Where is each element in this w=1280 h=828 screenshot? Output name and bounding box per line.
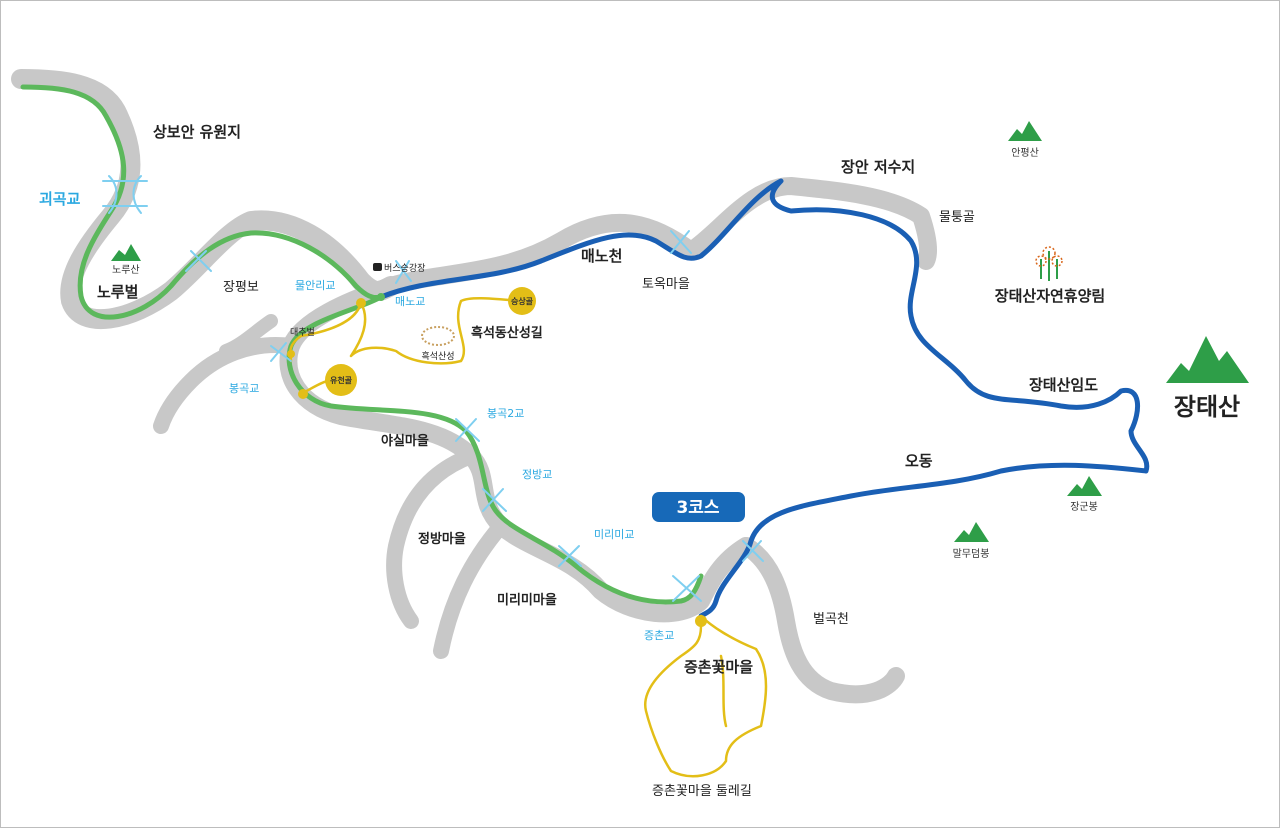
poi-points [287, 263, 707, 627]
label-mirimi: 미리미마을 [497, 592, 557, 608]
bridge-mark-mirimi [558, 545, 582, 567]
label-mulgteunggol: 물퉁골 [939, 210, 975, 225]
poi-dot-daechubeol [287, 350, 295, 358]
label-jeongbang: 정방마을 [418, 531, 466, 547]
label-jangpyeongbo: 장평보 [223, 280, 259, 295]
mountain-icon-jangtaesan [1166, 336, 1249, 383]
label-mirimigyo: 미리미교 [594, 528, 634, 541]
label-jangtaesan: 장태산 [1174, 393, 1240, 421]
label-yasil: 야실마을 [381, 433, 429, 449]
river-upper-left [11, 69, 401, 330]
course-badge: 3코스 [652, 492, 745, 522]
poi-dot-junction [356, 298, 366, 308]
bridge-mark-maeno [395, 260, 412, 284]
label-bus-stop: 버스승강장 [384, 263, 425, 274]
river-maenocheon [382, 177, 938, 295]
label-anpyeongsan: 안평산 [1011, 147, 1039, 159]
label-jangan-reservoir: 장안 저수지 [841, 158, 915, 176]
bridge-mark-goegok [102, 175, 148, 214]
label-maenocheon: 매노천 [581, 247, 622, 265]
label-malmudeombong: 말무덤봉 [953, 548, 990, 560]
label-goegokgyo: 괴곡교 [39, 190, 81, 208]
poi-dot-jeungchon [695, 615, 707, 627]
river-branch-west2 [219, 314, 278, 358]
poi-dot-bonggok [298, 389, 308, 399]
bridge-mark-bonggok [270, 342, 292, 362]
course-badge-bg [652, 492, 745, 522]
label-jeongbanggyo: 정방교 [522, 468, 552, 481]
label-jeungchon: 증촌꽃마을 [684, 658, 753, 676]
label-yuchengol: 유천골 [330, 375, 353, 385]
label-bonggokgyo: 봉곡교 [229, 382, 259, 395]
label-sangboan: 상보안 유원지 [153, 123, 241, 141]
mountain-icon-norusan [111, 244, 141, 261]
label-norubeol: 노루벌 [97, 283, 138, 301]
river-branch-yasil [386, 448, 479, 629]
green-trail-segment-north [20, 84, 384, 320]
mountain-icon-janggunbong [1067, 476, 1102, 496]
yellow-trail-heukseok-loop [349, 297, 523, 365]
river-branch-west [153, 337, 299, 434]
bridge-mark-jeungchon [672, 575, 702, 602]
yellow-trail-jeungchon [643, 614, 768, 778]
bridge-marks [102, 175, 764, 602]
mountain-icon-malmudeombong [954, 522, 989, 542]
river-branch-jeongbang [433, 518, 509, 659]
bridge-mark-toeok [670, 230, 692, 254]
label-janggunbong: 장군봉 [1070, 501, 1098, 513]
label-bonggok2gyo: 봉곡2교 [487, 407, 524, 420]
label-toeok: 토옥마을 [642, 277, 690, 292]
course-badge-label: 3코스 [676, 498, 719, 518]
label-imdo: 장태산임도 [1029, 376, 1098, 394]
river-beolgokcheon [737, 537, 905, 704]
bridge-mark-jeongbang [482, 488, 507, 512]
bridge-mark-jangpyeong [185, 250, 212, 272]
label-jeungchongyo: 증촌교 [644, 629, 674, 642]
label-mulanrigyo: 물안리교 [295, 279, 335, 292]
label-maenogyo: 매노교 [395, 295, 425, 308]
label-odong: 오동 [905, 452, 933, 470]
river-network [11, 69, 938, 704]
label-heukseok-trail: 흑석동산성길 [471, 325, 543, 341]
poi-yuchengol-circle [325, 364, 357, 396]
blue-trail [378, 178, 1150, 619]
label-heukseoksanseong: 흑석산성 [421, 350, 454, 362]
label-daechubeol: 대추벌 [290, 327, 315, 338]
label-jeungchon-trail: 증촌꽃마을 둘레길 [652, 784, 752, 799]
place-labels: 상보안 유원지 괴곡교 노루산 노루벌 장평보 물안리교 버스승강장 매노교 대… [39, 123, 1240, 799]
bus-icon [373, 263, 382, 271]
poi-seungsanggol-circle [508, 287, 536, 315]
tree-icon [1035, 246, 1063, 281]
bridge-mark-beolgok [742, 540, 764, 562]
green-trail [20, 84, 704, 605]
mountain-icon-anpyeongsan [1008, 121, 1042, 141]
label-recreation-forest: 장태산자연휴양림 [995, 287, 1105, 305]
peak-icons [111, 121, 1249, 542]
label-beolgokcheon: 벌곡천 [813, 612, 849, 627]
green-trail-segment-south [286, 294, 704, 605]
label-seungsanggol: 승상골 [511, 296, 534, 306]
bridge-mark-bonggok2 [455, 418, 480, 442]
poi-dot-mulan [377, 293, 385, 301]
label-norusan: 노루산 [112, 264, 140, 276]
yellow-trail-jeungchon-inner [719, 654, 728, 728]
fortress-icon [421, 326, 455, 346]
